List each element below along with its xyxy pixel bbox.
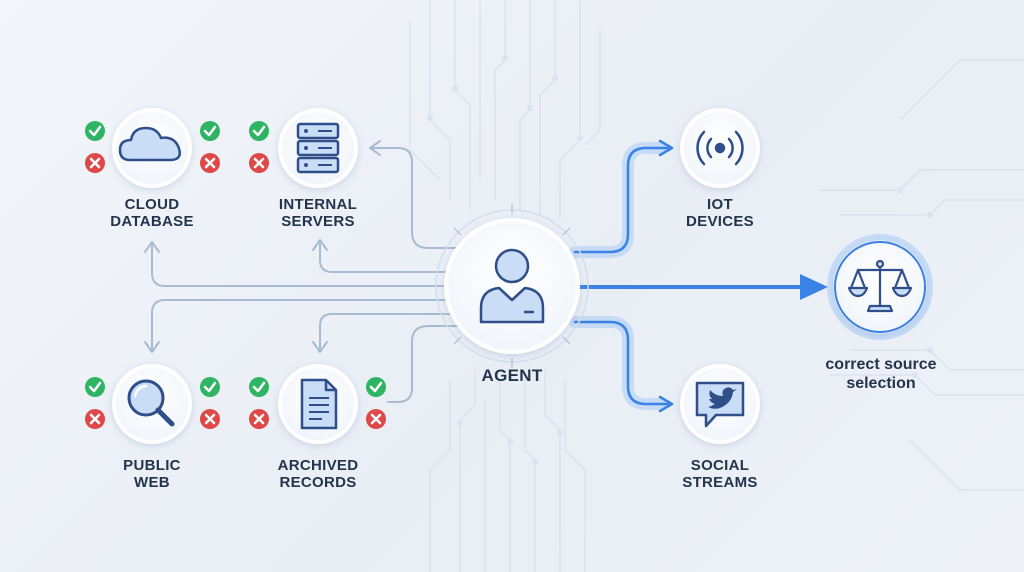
archived-records-label: ARCHIVED RECORDS <box>238 457 398 491</box>
arrowhead-archived <box>312 341 328 353</box>
connector-agent-internal-top <box>371 147 459 249</box>
public-web-label: PUBLIC WEB <box>72 457 232 491</box>
connector-agent-social <box>573 320 670 406</box>
public-web-node <box>112 364 192 444</box>
social-streams-node <box>680 364 760 444</box>
circuit-background <box>409 0 1024 572</box>
connector-agent-internal <box>319 241 449 273</box>
blue-connectors <box>573 146 804 406</box>
outcome-label-line2: selection <box>846 375 916 392</box>
outcome-label: correct source selection <box>796 355 966 393</box>
iot-devices-label-line2: DEVICES <box>686 213 754 230</box>
blue-arrowheads <box>658 139 828 413</box>
arrowhead-internal <box>312 239 328 251</box>
arrowhead-cloud <box>144 241 160 253</box>
archived-records-label-line1: ARCHIVED <box>277 457 359 474</box>
cloud-database-label-line1: CLOUD <box>124 196 180 213</box>
grey-connectors <box>151 147 459 403</box>
iot-devices-label-line1: IOT <box>707 196 733 213</box>
circuit-dots <box>427 55 933 465</box>
archived-records-label-line2: RECORDS <box>279 474 357 491</box>
social-streams-label: SOCIAL STREAMS <box>640 457 800 491</box>
public-web-label-line2: WEB <box>134 474 170 491</box>
arrowhead-outcome <box>800 274 828 300</box>
connector-agent-iot <box>573 146 670 254</box>
iot-devices-label: IOT DEVICES <box>640 196 800 230</box>
agent-node <box>435 204 589 368</box>
document-icon <box>300 378 338 430</box>
blue-connector-halos <box>569 142 806 410</box>
internal-servers-node <box>278 108 358 188</box>
connector-agent-archived <box>319 313 451 351</box>
public-web-status <box>85 377 220 429</box>
signal-icon <box>696 130 744 166</box>
outcome-label-line1: correct source <box>825 356 937 373</box>
internal-servers-label-line2: SERVERS <box>281 213 355 230</box>
arrowhead-internal-top <box>369 140 381 156</box>
cloud-database-status <box>85 121 220 173</box>
social-streams-label-line1: SOCIAL <box>690 457 750 474</box>
arrowhead-iot <box>658 139 674 157</box>
person-icon <box>479 248 545 324</box>
connector-agent-archived-bottom <box>387 325 459 403</box>
cloud-database-label-line2: DATABASE <box>110 213 194 230</box>
arrowhead-public <box>144 341 160 353</box>
chat-bird-icon <box>695 381 745 428</box>
agent-label-text: AGENT <box>481 366 543 385</box>
outcome-node <box>827 234 933 340</box>
cloud-database-label: CLOUD DATABASE <box>72 196 232 230</box>
cloud-icon <box>118 126 181 162</box>
iot-devices-node <box>680 108 760 188</box>
arrowhead-social <box>658 395 674 413</box>
internal-servers-label: INTERNAL SERVERS <box>238 196 398 230</box>
grey-arrowheads <box>144 140 381 353</box>
internal-servers-status <box>249 121 269 173</box>
magnifier-icon <box>127 379 175 427</box>
agent-label: AGENT <box>432 367 592 384</box>
connector-agent-public <box>151 299 446 351</box>
balance-scale-icon <box>847 259 913 313</box>
internal-servers-label-line1: INTERNAL <box>278 196 358 213</box>
cloud-database-node <box>112 108 192 188</box>
connector-agent-cloud <box>151 243 446 287</box>
social-streams-label-line2: STREAMS <box>682 474 758 491</box>
archived-records-status <box>249 377 386 429</box>
archived-records-node <box>278 364 358 444</box>
public-web-label-line1: PUBLIC <box>123 457 181 474</box>
